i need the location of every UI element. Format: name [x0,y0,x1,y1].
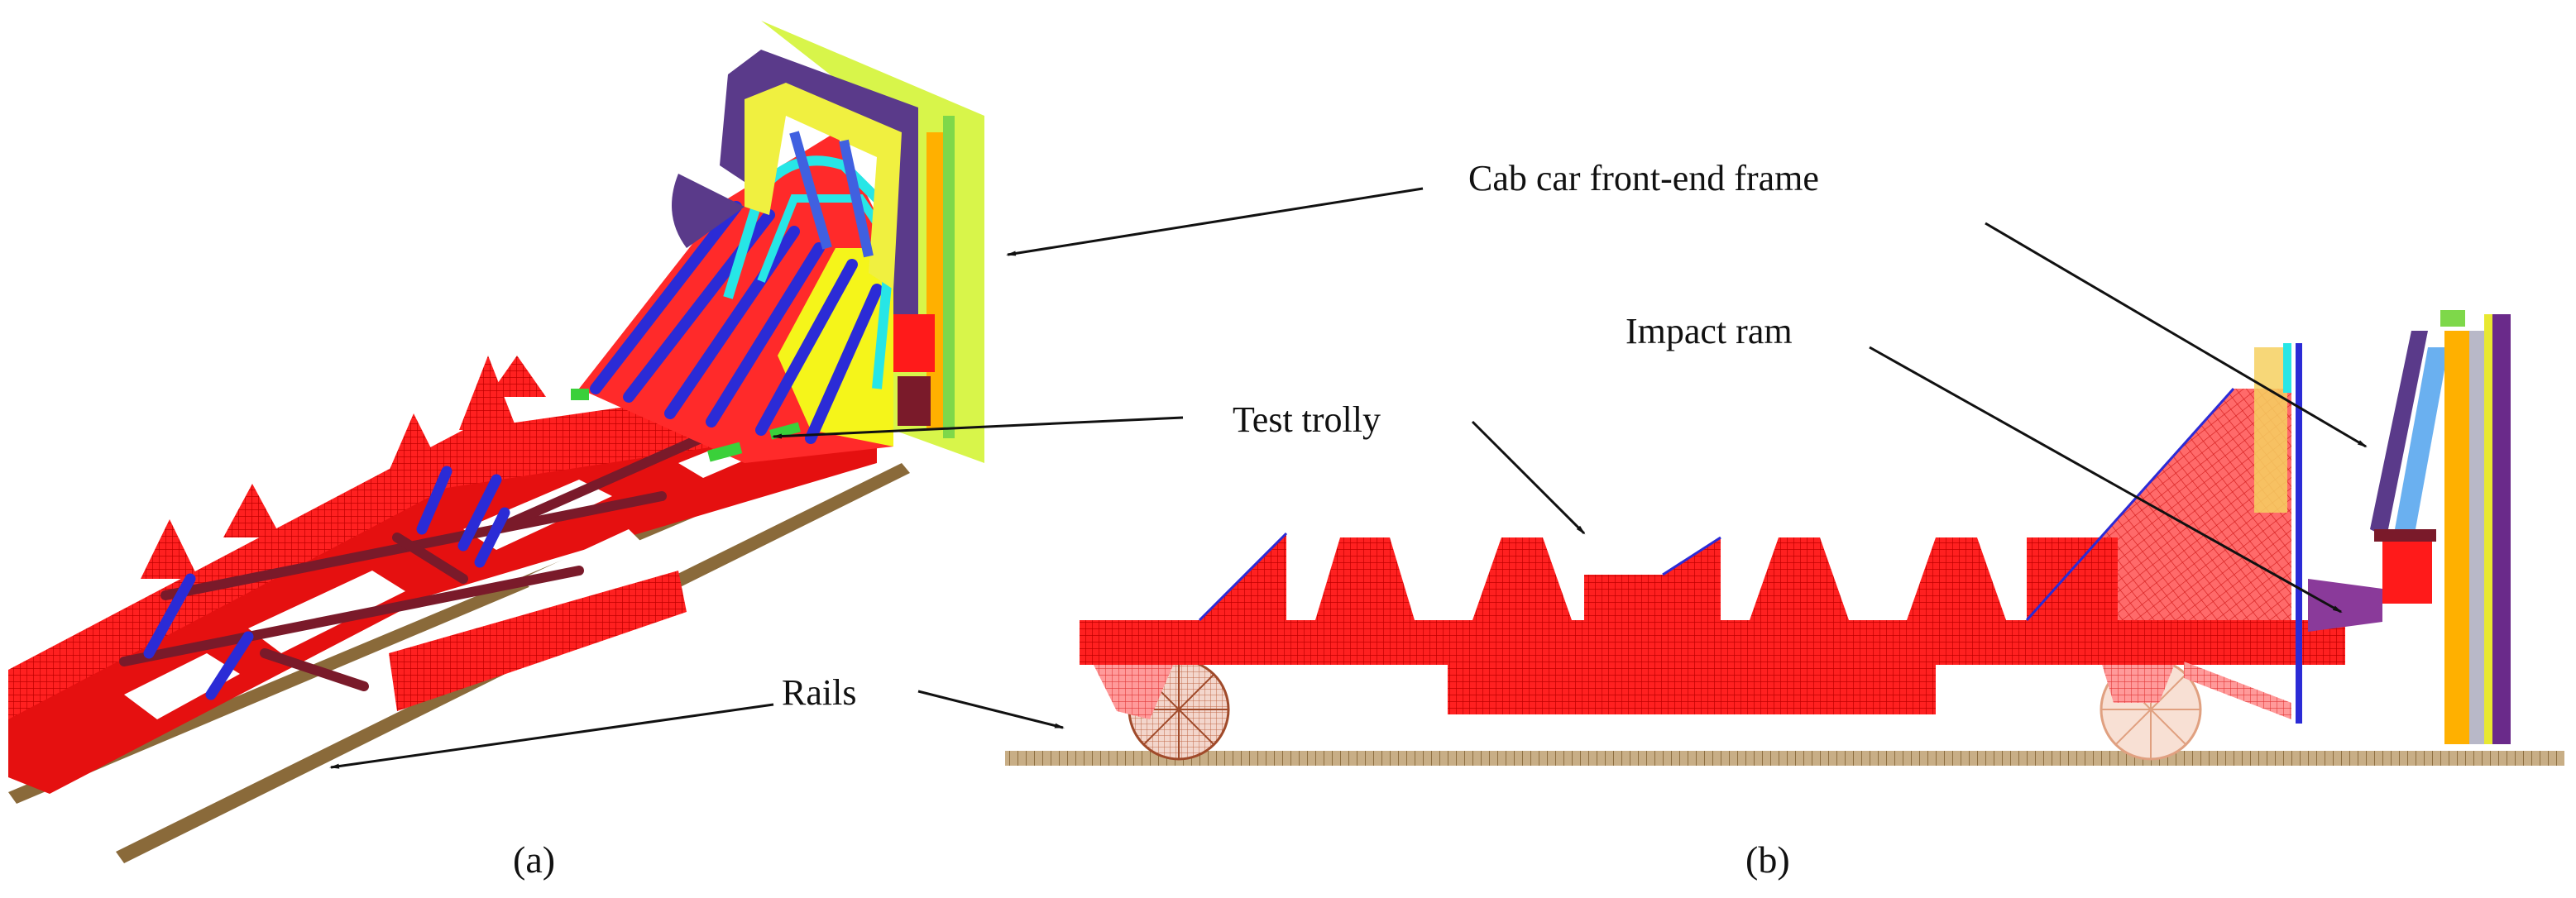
annotation-labels: Cab car front-end frame Impact ram Test … [513,158,1819,881]
arrow-trolly-b [1471,420,1586,535]
gusset-a-2 [223,484,281,537]
gusset-a-4 [459,356,517,430]
gusset-b-3 [1472,537,1572,620]
cab-frame-a-inner-arch [745,83,902,289]
annotation-arrows [329,187,2368,769]
arrow-rails-b [917,690,1065,729]
cab-frame-a-red-block [893,314,935,372]
incline-b-yellow-mesh [2254,347,2287,513]
incline-a-yellow [778,248,893,447]
wheel-b-left [1092,658,1230,761]
cab-frame-b-purple-arm [2370,331,2428,537]
cab-frame-b-orange-post [2444,331,2469,744]
gusset-a-5 [488,356,546,397]
gusset-b-2 [1315,537,1415,620]
cab-frame-b-purple-plate [2492,314,2511,744]
cab-frame-a [672,21,984,463]
cab-frame-b-dark-block [2374,529,2436,542]
cab-frame-a-purple-side [672,174,745,248]
gusset-a-1 [141,519,199,579]
arrow-ram [1869,346,2343,614]
trolly-a-side-beam [8,422,877,794]
label-cab-front-end-frame: Cab car front-end frame [1468,158,1819,198]
cab-frame-a-blue-members [789,131,874,258]
gusset-b-6 [1907,537,2006,620]
cab-frame-a-dark-block [898,376,931,426]
cab-frame-b-yellow-strip [2484,314,2492,744]
trolly-b-lower-box [1448,665,1936,714]
incline-b-box [2027,537,2118,620]
trolly-b-main-beam [1080,620,2345,665]
label-test-trolly: Test trolly [1233,399,1381,440]
gusset-b-4 [1584,537,1721,620]
caption-panel-b: (b) [1745,838,1790,881]
arrow-cab-b [1985,222,2368,448]
label-rails: Rails [782,672,856,713]
panel-a-isometric-view [8,21,984,863]
panel-b-side-view [1005,310,2564,766]
crossbars-a [119,425,725,691]
rail-b [1005,751,2564,766]
incline-b-blue-edge [2025,388,2235,621]
impact-ram-b [2308,579,2382,632]
braces-a-deck [143,466,510,700]
caption-panel-a: (a) [513,838,555,881]
arrow-cab-a [1006,187,1424,256]
incline-b-post-cyan [2283,343,2291,393]
arrow-trolly-a [772,416,1184,439]
cab-frame-b [2370,310,2511,744]
gusset-b-5 [1750,537,1849,620]
cab-frame-b-gray-post [2469,331,2484,744]
deck-opening-1 [124,653,240,719]
rear-diagonal-b [2184,662,2291,719]
wheel-b-right [2100,658,2202,761]
arrow-rails-a [329,703,774,769]
label-impact-ram: Impact ram [1626,311,1793,351]
cab-frame-b-blue-arm [2395,347,2449,529]
trolly-a-lower-box [389,571,687,711]
incline-b-post [2296,343,2302,724]
cab-frame-b-red-block [2382,537,2432,604]
braces-a-incline [590,201,883,444]
cab-frame-a-green-strip [943,116,955,438]
gusset-a-3 [389,413,443,471]
cab-frame-b-green-cap [2440,310,2465,327]
test-trolly-b [1080,343,2382,724]
